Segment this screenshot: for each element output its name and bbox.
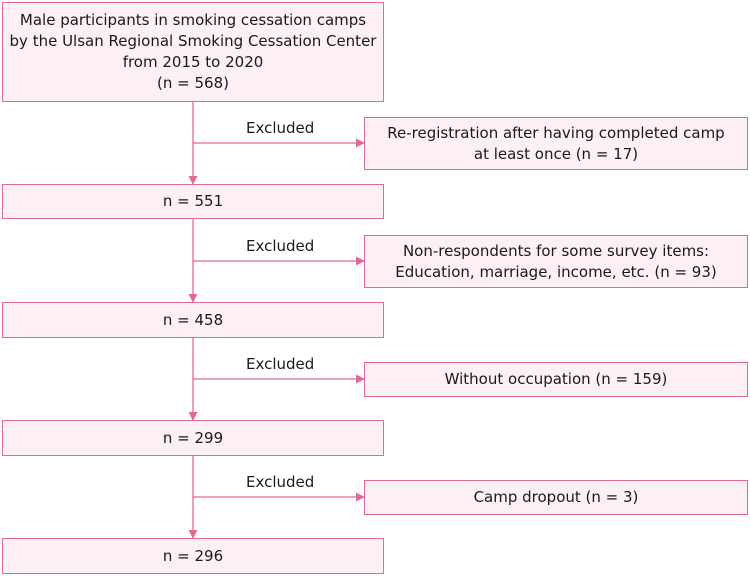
count-458-label: n = 458 xyxy=(162,310,224,329)
exclusion-box-non-respondents: Non-respondents for some survey items: E… xyxy=(364,235,748,288)
excluded-label-3: Excluded xyxy=(246,355,315,373)
count-box-296: n = 296 xyxy=(2,538,384,574)
count-299-label: n = 299 xyxy=(162,428,224,447)
participants-line-2: by the Ulsan Regional Smoking Cessation … xyxy=(9,32,377,50)
exclusion-2-line-2: Education, marriage, income, etc. (n = 9… xyxy=(395,262,717,281)
count-box-551: n = 551 xyxy=(2,184,384,219)
excluded-label-1: Excluded xyxy=(246,119,315,137)
count-box-458: n = 458 xyxy=(2,302,384,338)
exclusion-1-line-2: at least once (n = 17) xyxy=(473,144,639,163)
participants-line-1: Male participants in smoking cessation c… xyxy=(19,11,367,29)
count-296-label: n = 296 xyxy=(162,546,224,565)
exclusion-3-line-1: Without occupation (n = 159) xyxy=(444,370,668,388)
exclusion-4-line-1: Camp dropout (n = 3) xyxy=(473,488,639,506)
participants-line-3: from 2015 to 2020 xyxy=(122,53,264,71)
participants-count: (n = 568) xyxy=(157,74,229,92)
count-551-label: n = 551 xyxy=(162,192,224,210)
excluded-label-4: Excluded xyxy=(246,473,315,491)
exclusion-box-without-occupation: Without occupation (n = 159) xyxy=(364,362,748,397)
count-box-299: n = 299 xyxy=(2,420,384,456)
excluded-label-2: Excluded xyxy=(246,237,315,255)
participants-box: Male participants in smoking cessation c… xyxy=(2,2,384,102)
exclusion-box-re-registration: Re-registration after having completed c… xyxy=(364,117,748,170)
exclusion-1-line-1: Re-registration after having completed c… xyxy=(387,123,725,142)
exclusion-2-line-1: Non-respondents for some survey items: xyxy=(402,241,710,260)
exclusion-box-camp-dropout: Camp dropout (n = 3) xyxy=(364,480,748,515)
